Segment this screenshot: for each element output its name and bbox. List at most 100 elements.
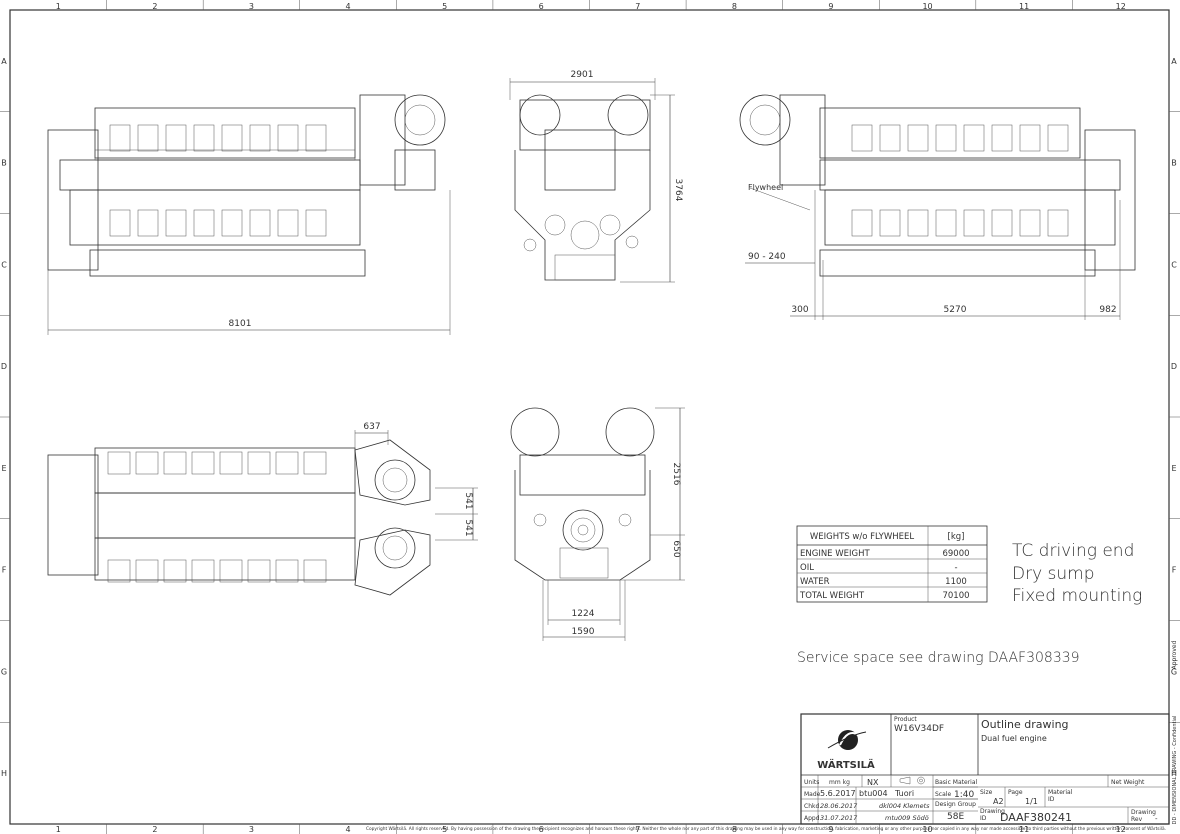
- cylinder-block: [963, 209, 985, 237]
- cylinder-head: [991, 124, 1013, 152]
- appd-label: Appd: [804, 815, 820, 822]
- row-label: A: [1, 57, 7, 66]
- column-label: 2: [152, 2, 157, 11]
- column-label: 7: [635, 2, 640, 11]
- product-value: W16V34DF: [894, 724, 944, 734]
- cylinder-block: [165, 209, 187, 237]
- column-label: 11: [1019, 2, 1029, 11]
- sheet-border: [9, 9, 1170, 825]
- page-value: 1/1: [1025, 797, 1038, 806]
- drawing-id-label: ID: [980, 815, 987, 822]
- cylinder-block: [193, 209, 215, 237]
- appd-date: 31.07.2017: [820, 814, 858, 822]
- wartsila-logo-icon: [827, 730, 867, 750]
- projection-symbol-icon: [899, 776, 925, 785]
- drawing-title: Outline drawing: [981, 718, 1069, 731]
- dim-end-height: 2516: [671, 463, 681, 486]
- units-label: Units: [804, 779, 819, 786]
- cylinder-block: [191, 559, 215, 583]
- column-label: 6: [539, 2, 544, 11]
- column-label: 11: [1019, 825, 1029, 834]
- cylinder-block: [109, 209, 131, 237]
- made-name: Tuori: [894, 789, 914, 798]
- product-label: Product: [894, 716, 917, 723]
- logo-text: WÄRTSILÄ: [817, 757, 875, 771]
- cylinder-block: [163, 559, 187, 583]
- weights-row-value: 69000: [942, 549, 969, 559]
- chkd-user: dkl004 Klemets: [879, 802, 930, 810]
- column-label: 3: [249, 825, 254, 834]
- column-label: 12: [1116, 2, 1126, 11]
- column-label: 4: [345, 2, 350, 11]
- chkd-label: Chkd: [804, 803, 819, 810]
- cylinder-head: [1019, 124, 1041, 152]
- dim-end-width-inner: 1224: [572, 609, 595, 619]
- cylinder-head: [851, 124, 873, 152]
- note-service-space: Service space see drawing DAAF308339: [797, 650, 1080, 666]
- drawing-label: Drawing: [980, 808, 1005, 815]
- copyright-notice: Copyright Wärtsilä. All rights reserved.…: [366, 826, 1166, 831]
- cylinder-head: [163, 451, 187, 475]
- cylinder-head: [963, 124, 985, 152]
- cylinder-block: [1047, 209, 1069, 237]
- cylinder-head: [109, 124, 131, 152]
- cylinder-head: [221, 124, 243, 152]
- chkd-date: 28.06.2017: [820, 802, 858, 810]
- design-group-label: Design Group: [935, 801, 976, 808]
- dim-front-width: 2901: [571, 70, 594, 80]
- confidential-side-note: DD - DIMENSIONAL DRAWING - Confidential: [1172, 716, 1178, 825]
- dim-rear-left: 300: [791, 305, 808, 315]
- row-label: H: [1171, 769, 1177, 778]
- dim-end-width-outer: 1590: [572, 627, 595, 637]
- size-label: Size: [980, 789, 993, 796]
- dim-end-lower: 650: [671, 540, 681, 557]
- basic-material-label: Basic Material: [935, 779, 978, 786]
- cylinder-head: [137, 124, 159, 152]
- material-id-label: ID: [1048, 796, 1055, 803]
- scale-label: Scale: [935, 791, 951, 798]
- row-label: D: [1171, 362, 1177, 371]
- cylinder-block: [135, 559, 159, 583]
- cylinder-head: [247, 451, 271, 475]
- column-label: 1: [56, 825, 61, 834]
- flywheel-label: Flywheel: [748, 183, 783, 192]
- page-label: Page: [1008, 789, 1023, 796]
- note-tc-driving-end: TC driving end: [1012, 541, 1134, 561]
- column-label: 9: [828, 2, 833, 11]
- cylinder-head: [107, 451, 131, 475]
- column-label: 12: [1116, 825, 1126, 834]
- cylinder-block: [277, 209, 299, 237]
- cylinder-head: [935, 124, 957, 152]
- row-label: C: [1, 260, 7, 269]
- cylinder-block: [107, 559, 131, 583]
- column-label: 10: [922, 2, 932, 11]
- cylinder-block: [879, 209, 901, 237]
- side-view-left: [47, 94, 451, 335]
- column-label: 8: [732, 2, 737, 11]
- row-label: D: [1, 362, 7, 371]
- weights-row-label: ENGINE WEIGHT: [800, 549, 871, 559]
- column-label: 3: [249, 2, 254, 11]
- weights-row-label: WATER: [800, 577, 830, 587]
- made-user: btu004: [859, 789, 888, 798]
- cylinder-head: [193, 124, 215, 152]
- cylinder-block: [991, 209, 1013, 237]
- column-label: 6: [539, 825, 544, 834]
- column-label: 9: [828, 825, 833, 834]
- dim-front-height: 3764: [673, 179, 683, 202]
- cylinder-block: [221, 209, 243, 237]
- cylinder-block: [137, 209, 159, 237]
- dim-rear-mid: 5270: [944, 305, 967, 315]
- column-label: 8: [732, 825, 737, 834]
- row-label: H: [1, 769, 7, 778]
- column-label: 1: [56, 2, 61, 11]
- cylinder-head: [165, 124, 187, 152]
- nx-label: NX: [867, 778, 879, 787]
- note-dry-sump: Dry sump: [1012, 564, 1095, 584]
- column-label: 10: [922, 825, 932, 834]
- design-group-value: 58E: [947, 812, 964, 822]
- cylinder-block: [275, 559, 299, 583]
- cylinder-block: [219, 559, 243, 583]
